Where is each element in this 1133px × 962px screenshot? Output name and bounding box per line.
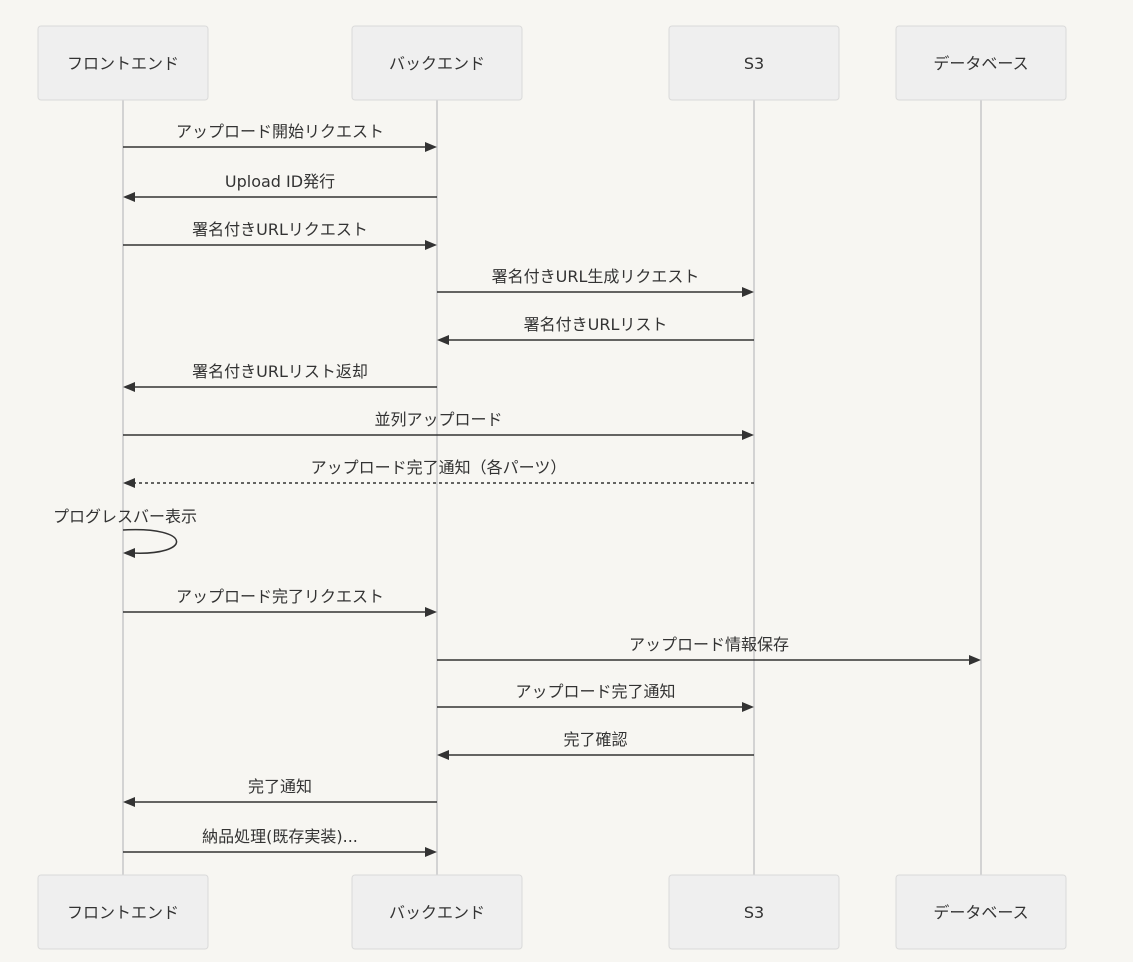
message-label: 署名付きURLリクエスト [192,220,368,239]
arrowhead [742,430,754,440]
participant-box [668,25,840,101]
participant-box [351,874,523,950]
message-label: 署名付きURL生成リクエスト [492,267,700,286]
message-4: 署名付きURL生成リクエスト [437,267,754,297]
message-11: アップロード情報保存 [437,635,981,665]
participant-label: フロントエンド [67,903,179,922]
arrowhead [123,478,135,488]
participant-box [668,874,840,950]
participant-label: データベース [933,54,1028,73]
message-label: アップロード情報保存 [629,635,789,654]
participant-box [351,25,523,101]
arrowhead [123,548,135,558]
arrowhead [742,287,754,297]
participant-frontend-bottom: フロントエンド [37,874,209,950]
message-label: 署名付きURLリスト返却 [192,362,368,381]
message-2: Upload ID発行 [123,172,437,202]
arrowhead [123,192,135,202]
arrowhead [425,607,437,617]
participant-frontend-top: フロントエンド [37,25,209,101]
message-9: プログレスバー表示 [53,507,197,558]
message-label: アップロード完了通知（各パーツ） [311,458,567,477]
message-label: 納品処理(既存実装)... [202,827,358,846]
arrowhead [742,702,754,712]
participant-s3-top: S3 [668,25,840,101]
message-1: アップロード開始リクエスト [123,122,437,152]
participant-box [37,874,209,950]
participant-label: データベース [933,903,1028,922]
participant-label: フロントエンド [67,54,179,73]
arrowhead [969,655,981,665]
arrowhead [437,335,449,345]
message-label: 完了通知 [248,777,312,796]
arrowhead [123,797,135,807]
participants-top: フロントエンド バックエンド S3 データベース [37,25,1067,101]
message-15: 納品処理(既存実装)... [123,827,437,857]
message-3: 署名付きURLリクエスト [123,220,437,250]
participants-bottom: フロントエンド バックエンド S3 データベース [37,874,1067,950]
message-label: プログレスバー表示 [53,507,197,526]
message-label: アップロード開始リクエスト [176,122,384,141]
message-8: アップロード完了通知（各パーツ） [123,458,754,488]
message-label: 署名付きURLリスト [524,315,668,334]
arrowhead [437,750,449,760]
participant-box [895,874,1067,950]
lifelines [122,100,982,875]
arrowhead [123,382,135,392]
arrowhead [425,240,437,250]
participant-label: S3 [744,903,764,922]
message-5: 署名付きURLリスト [437,315,754,345]
participant-s3-bottom: S3 [668,874,840,950]
participant-label: バックエンド [389,903,485,922]
message-6: 署名付きURLリスト返却 [123,362,437,392]
message-12: アップロード完了通知 [437,682,754,712]
message-7: 並列アップロード [123,410,754,440]
message-label: アップロード完了通知 [515,682,675,701]
message-label: 完了確認 [563,730,627,749]
participant-backend-bottom: バックエンド [351,874,523,950]
participant-box [37,25,209,101]
participant-database-top: データベース [895,25,1067,101]
message-label: アップロード完了リクエスト [176,587,384,606]
message-14: 完了通知 [123,777,437,807]
message-label: Upload ID発行 [225,172,335,191]
participant-backend-top: バックエンド [351,25,523,101]
participant-label: バックエンド [389,54,485,73]
message-line [122,528,178,554]
message-10: アップロード完了リクエスト [123,587,437,617]
message-label: 並列アップロード [374,410,502,429]
message-13: 完了確認 [437,730,754,760]
participant-database-bottom: データベース [895,874,1067,950]
participant-box [895,25,1067,101]
participant-label: S3 [744,54,764,73]
arrowhead [425,142,437,152]
arrowhead [425,847,437,857]
